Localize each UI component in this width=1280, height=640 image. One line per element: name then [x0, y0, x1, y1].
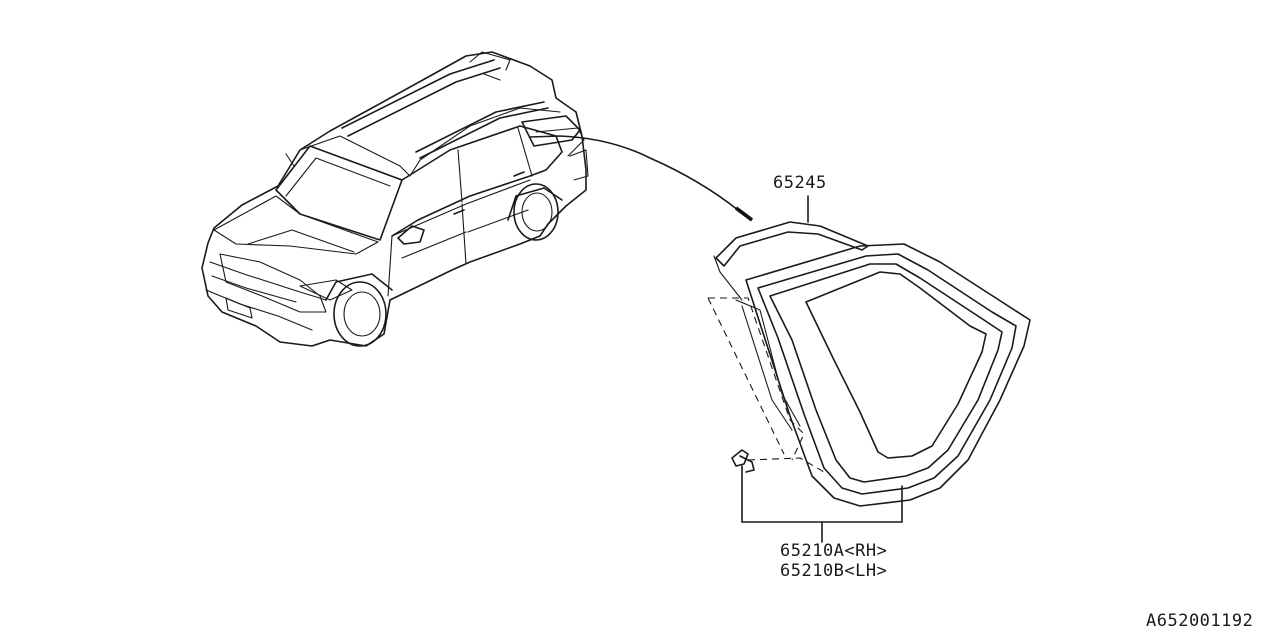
callout-65210b-lh: 65210B<LH> — [780, 561, 888, 581]
vehicle-illustration — [201, 51, 589, 347]
callout-65245: 65245 — [773, 173, 827, 193]
callout-65210a-rh: 65210A<RH> — [780, 541, 888, 561]
quarter-glass-assembly — [707, 221, 1031, 507]
vehicle-leader-line — [529, 135, 739, 211]
diagram-id-label: A652001192 — [1146, 611, 1254, 631]
location-arrow — [734, 206, 754, 222]
glass-callout-bracket — [741, 465, 903, 543]
